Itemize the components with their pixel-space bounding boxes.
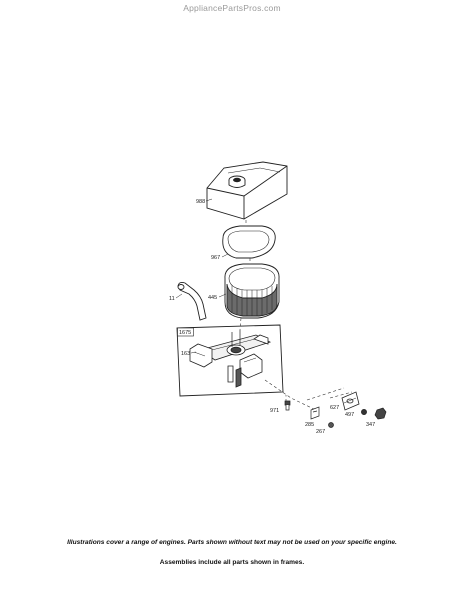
pre-cleaner xyxy=(222,225,276,259)
alignment-lines xyxy=(239,220,353,412)
air-filter-cartridge xyxy=(224,263,280,319)
part-label-445: 445 xyxy=(208,295,217,301)
screw-497 xyxy=(361,409,367,415)
assembly-frame xyxy=(176,324,284,397)
nut-347 xyxy=(374,407,387,420)
part-label-971: 971 xyxy=(270,408,279,414)
air-cleaner-cover xyxy=(206,161,288,220)
disclaimer-note: Illustrations cover a range of engines. … xyxy=(67,539,397,546)
bracket-285 xyxy=(310,406,320,420)
plate-627 xyxy=(341,391,360,411)
part-label-627: 627 xyxy=(330,405,339,411)
part-label-285: 285 xyxy=(305,422,314,428)
part-label-11: 11 xyxy=(169,296,175,302)
part-label-1675: 1675 xyxy=(179,330,191,336)
part-label-347: 347 xyxy=(366,422,375,428)
screw-971 xyxy=(284,400,291,411)
part-label-967: 967 xyxy=(211,255,220,261)
watermark: AppliancePartsPros.com xyxy=(183,3,281,13)
assemblies-note: Assemblies include all parts shown in fr… xyxy=(159,559,305,566)
nut-267 xyxy=(328,422,334,428)
air-cleaner-base xyxy=(189,330,272,388)
part-label-163: 163 xyxy=(181,351,190,357)
part-label-988: 988 xyxy=(196,199,205,205)
part-label-267: 267 xyxy=(316,429,325,435)
part-label-497: 497 xyxy=(345,412,354,418)
breather-tube xyxy=(177,281,207,321)
